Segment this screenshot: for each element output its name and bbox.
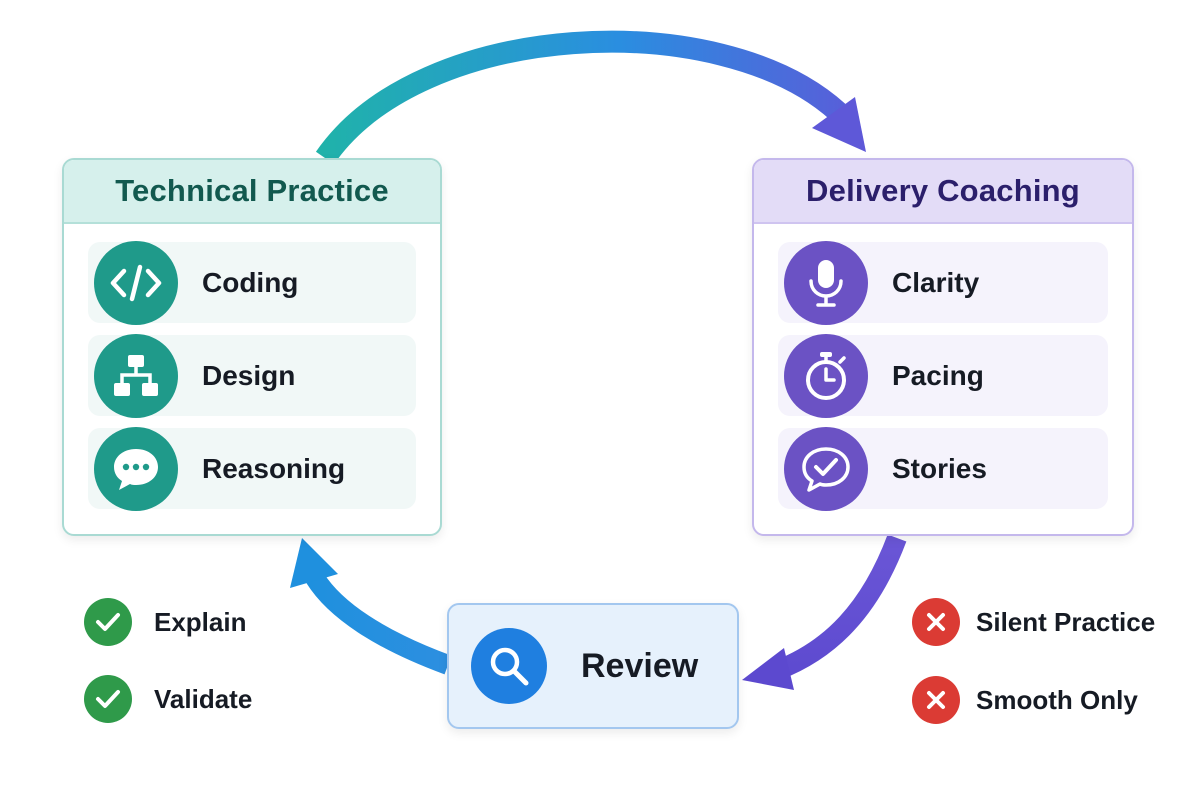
- do-item-explain: Explain: [84, 596, 252, 648]
- delivery-item-stories: Stories: [778, 426, 1108, 511]
- check-bubble-icon: [784, 426, 868, 511]
- dont-list: Silent Practice Smooth Only: [912, 596, 1155, 752]
- code-icon: [94, 240, 178, 325]
- chat-bubble-icon: [94, 426, 178, 511]
- x-icon: [912, 598, 960, 646]
- do-item-label: Validate: [154, 683, 253, 714]
- x-icon: [912, 676, 960, 724]
- do-item-label: Explain: [154, 606, 247, 637]
- arrow-tech-to-delivery: [315, 30, 846, 165]
- arrowhead-delivery: [812, 97, 866, 152]
- do-list: Explain Validate: [84, 596, 252, 750]
- delivery-coaching-title: Delivery Coaching: [754, 160, 1132, 224]
- do-item-validate: Validate: [84, 673, 252, 725]
- delivery-item-clarity: Clarity: [778, 240, 1108, 325]
- tech-item-coding: Coding: [88, 240, 416, 325]
- arrowhead-tech: [290, 538, 338, 588]
- dont-item-label: Smooth Only: [976, 684, 1138, 715]
- delivery-item-label: Clarity: [892, 266, 980, 298]
- checkmark-icon: [84, 598, 132, 646]
- delivery-item-label: Stories: [892, 452, 987, 484]
- magnifier-icon: [471, 628, 547, 704]
- microphone-icon: [784, 240, 868, 325]
- stopwatch-icon: [784, 333, 868, 418]
- review-box: Review: [447, 603, 739, 729]
- delivery-item-label: Pacing: [892, 359, 984, 391]
- arrowhead-review: [742, 648, 794, 690]
- tech-item-label: Coding: [202, 266, 299, 298]
- tech-item-reasoning: Reasoning: [88, 426, 416, 511]
- arrow-review-to-tech: [306, 572, 452, 675]
- dont-item-smooth-only: Smooth Only: [912, 674, 1155, 726]
- technical-practice-card: Technical Practice Coding Des: [62, 158, 442, 536]
- technical-practice-title: Technical Practice: [64, 160, 440, 224]
- tech-item-label: Design: [202, 359, 296, 391]
- arrow-delivery-to-review: [774, 534, 907, 680]
- dont-item-silent-practice: Silent Practice: [912, 596, 1155, 648]
- tech-item-design: Design: [88, 333, 416, 418]
- review-label: Review: [581, 646, 699, 685]
- tech-item-label: Reasoning: [202, 452, 346, 484]
- delivery-coaching-card: Delivery Coaching Clarity: [752, 158, 1134, 536]
- dont-item-label: Silent Practice: [976, 606, 1156, 637]
- checkmark-icon: [84, 675, 132, 723]
- delivery-item-pacing: Pacing: [778, 333, 1108, 418]
- hierarchy-icon: [94, 333, 178, 418]
